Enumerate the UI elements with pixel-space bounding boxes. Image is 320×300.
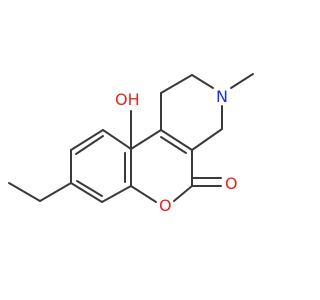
aromatic-bond-5 [70,182,103,203]
lactone-bond-1 [130,185,157,203]
propyl-bond-2 [39,182,72,202]
ring-bond-3 [191,74,214,89]
lactone-bond-4-inner [160,136,187,154]
nitrogen-label: N [216,87,228,106]
ring-bond-5 [191,128,223,151]
aromatic-bond-1-inner [75,135,104,155]
propyl-bond-1 [8,182,41,202]
ring-bond-2 [160,74,193,94]
n-methyl-bond [230,73,254,89]
hydroxyl-label: OH [115,90,140,109]
aromatic-bond-4 [101,185,132,203]
lactone-bond-2 [173,185,193,202]
lactone-bond-4 [160,129,193,151]
structure-canvas: OH O O N [8,73,254,215]
carbonyl-oxygen-label: O [225,174,238,193]
lactone-bond-5 [130,129,162,150]
aromatic-bond-5-inner [76,180,103,197]
aromatic-bond-1 [70,129,104,151]
ring-oxygen-label: O [159,196,172,215]
aromatic-bond-2 [102,129,132,150]
molecule-diagram: OH O O N [8,73,254,215]
